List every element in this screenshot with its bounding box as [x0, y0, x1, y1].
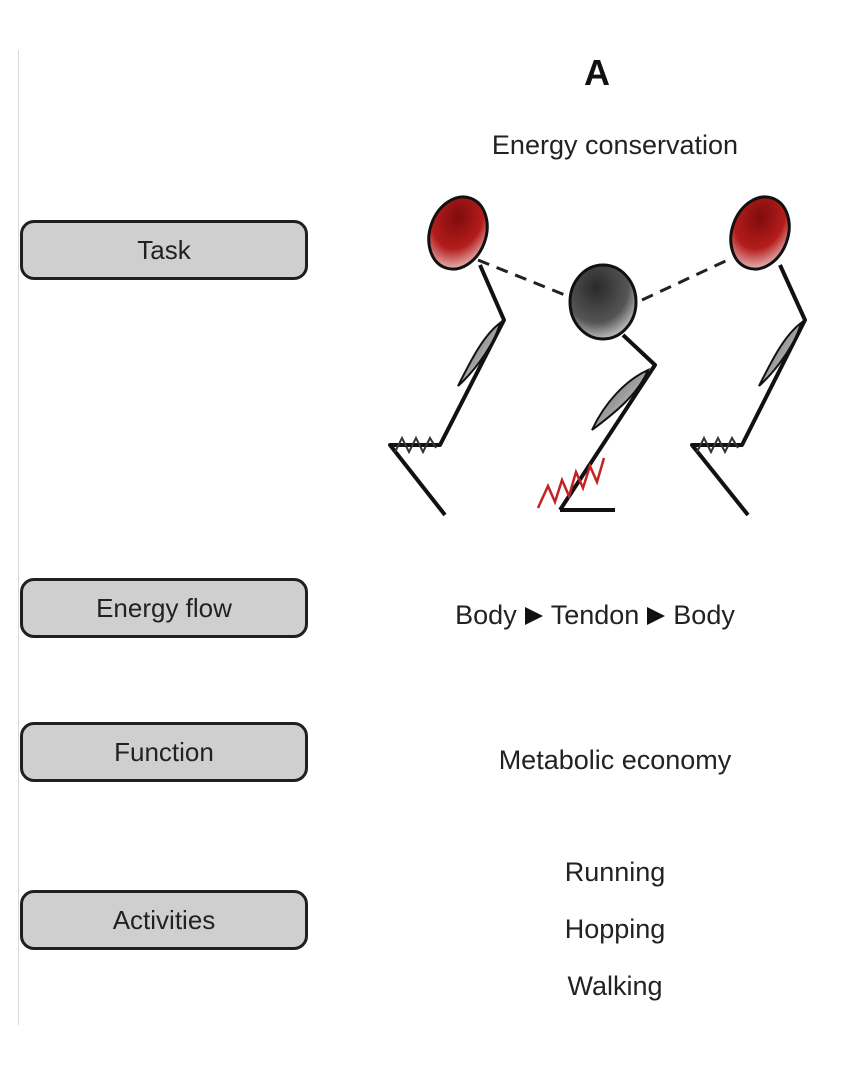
body-mass-peak-left [427, 195, 489, 271]
muscle-left [457, 320, 502, 387]
activity-item: Running [564, 857, 666, 887]
right-arrow-icon [524, 606, 543, 625]
energy-flow-step-3: Body [673, 600, 735, 630]
right-arrow-icon [647, 606, 666, 625]
body-mass-peak-right [729, 195, 791, 271]
energy-flow-step-1: Body [455, 600, 517, 630]
trajectory-dash-left [477, 258, 566, 297]
body-mass-trough [568, 263, 638, 341]
energy-flow-sequence: Body Tendon Body [360, 600, 830, 631]
trajectory-dash-right [641, 256, 733, 302]
activity-item: Hopping [564, 914, 666, 944]
task-label-box: Task [20, 220, 308, 280]
tendon-spring-left [394, 435, 437, 455]
muscle-middle [591, 368, 650, 431]
panel-title: Energy conservation [491, 130, 739, 160]
activities-label-box: Activities [20, 890, 308, 950]
left-border-line [18, 50, 19, 1025]
tendon-spring-middle [536, 457, 606, 509]
panel-letter: A [584, 52, 610, 93]
function-value: Metabolic economy [498, 745, 732, 775]
function-label-box: Function [20, 722, 308, 782]
leg-middle [536, 263, 657, 512]
muscle-right [758, 320, 803, 387]
leg-left [388, 195, 506, 517]
energy-flow-label-box: Energy flow [20, 578, 308, 638]
leg-right [690, 195, 807, 517]
hopping-leg-diagram [380, 190, 820, 530]
tendon-spring-right [696, 435, 739, 455]
energy-flow-step-2: Tendon [550, 600, 640, 630]
activity-item: Walking [567, 971, 663, 1001]
